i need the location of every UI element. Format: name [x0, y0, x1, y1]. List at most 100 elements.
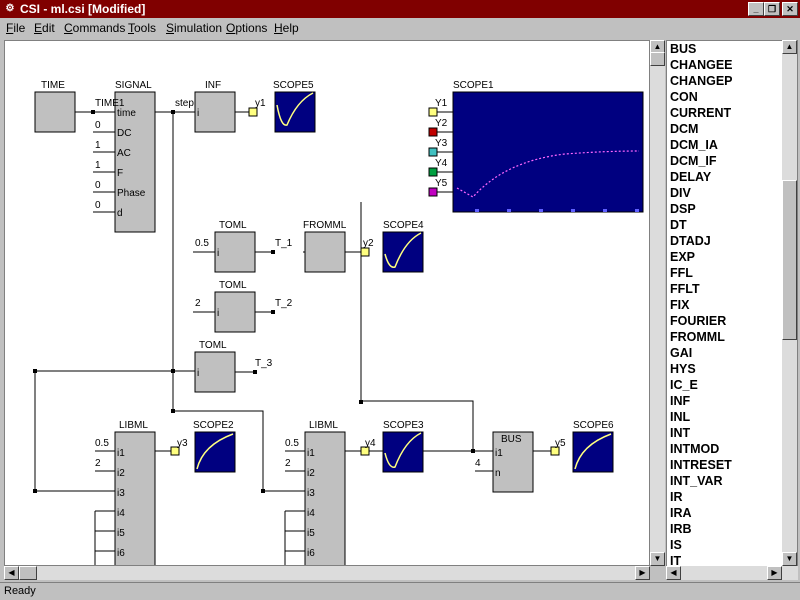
- library-item[interactable]: INTRESET: [670, 458, 732, 472]
- port-toml1-i: i: [217, 248, 219, 259]
- port-lib1-i4: i4: [117, 508, 125, 519]
- diagram-canvas[interactable]: TIME SIGNAL INF SCOPE5 SCOPE1 TOML FROMM…: [4, 40, 650, 566]
- minimize-button[interactable]: _: [748, 2, 764, 16]
- library-item[interactable]: CURRENT: [670, 106, 732, 120]
- library-item[interactable]: IT: [670, 554, 682, 568]
- library-item[interactable]: CHANGEP: [670, 74, 733, 88]
- block-fromml[interactable]: [304, 231, 346, 273]
- library-item[interactable]: IRB: [670, 522, 692, 536]
- close-button[interactable]: ✕: [782, 2, 798, 16]
- block-libml-1[interactable]: [114, 431, 156, 566]
- value-lib2-i2: 2: [285, 458, 291, 469]
- canvas-vertical-scrollbar[interactable]: ▲ ▼: [650, 40, 665, 566]
- block-toml-3[interactable]: [194, 351, 236, 393]
- menu-edit[interactable]: Edit: [34, 21, 55, 35]
- library-item[interactable]: INL: [670, 410, 691, 424]
- label-bus: BUS: [501, 434, 522, 445]
- maximize-button[interactable]: ❐: [764, 2, 780, 16]
- block-time[interactable]: [34, 91, 76, 133]
- scope-6[interactable]: [572, 431, 614, 473]
- value-ac: 1: [95, 140, 101, 151]
- scroll-thumb[interactable]: [650, 52, 665, 66]
- library-item[interactable]: EXP: [670, 250, 696, 264]
- port-lib1-i5: i5: [117, 528, 125, 539]
- library-item[interactable]: DCM: [670, 122, 699, 136]
- menu-commands[interactable]: Commands: [64, 21, 126, 35]
- library-item[interactable]: DSP: [670, 202, 696, 216]
- library-horizontal-scrollbar[interactable]: ◀ ▶: [666, 566, 798, 580]
- label-T3: T_3: [255, 358, 273, 369]
- block-toml-1[interactable]: [214, 231, 256, 273]
- label-signal: SIGNAL: [115, 80, 152, 91]
- library-item[interactable]: FFLT: [670, 282, 700, 296]
- menu-options[interactable]: Options: [226, 21, 268, 35]
- label-toml-1: TOML: [219, 220, 247, 231]
- label-toml-3: TOML: [199, 340, 227, 351]
- library-item[interactable]: INF: [670, 394, 691, 408]
- library-item[interactable]: INT: [670, 426, 691, 440]
- library-item[interactable]: IS: [670, 538, 682, 552]
- library-item[interactable]: CHANGEE: [670, 58, 733, 72]
- port-lib2-i1: i1: [307, 448, 315, 459]
- value-bus: 4: [475, 458, 481, 469]
- library-item[interactable]: IRA: [670, 506, 692, 520]
- list-scroll-thumb[interactable]: [782, 180, 797, 340]
- scope-4[interactable]: [382, 231, 424, 273]
- list-scroll-down-icon[interactable]: ▼: [782, 552, 797, 566]
- label-scope6: SCOPE6: [573, 420, 614, 431]
- list-scroll-right-icon[interactable]: ▶: [767, 566, 782, 580]
- port-lib1-i6: i6: [117, 548, 125, 559]
- menu-tools[interactable]: Tools: [128, 21, 157, 35]
- library-vertical-scrollbar[interactable]: ▲ ▼: [782, 40, 797, 566]
- canvas-horizontal-scrollbar[interactable]: ◀ ▶: [4, 566, 650, 580]
- library-item[interactable]: BUS: [670, 42, 697, 56]
- label-libml-2: LIBML: [309, 420, 338, 431]
- library-item[interactable]: GAI: [670, 346, 693, 360]
- block-signal[interactable]: [114, 91, 156, 233]
- scroll-left-icon[interactable]: ◀: [4, 566, 19, 580]
- label-y5: y5: [555, 438, 566, 449]
- library-item[interactable]: IR: [670, 490, 683, 504]
- menu-file[interactable]: File: [6, 21, 26, 35]
- port-lib2-i2: i2: [307, 468, 315, 479]
- app-icon[interactable]: ⚙: [5, 3, 15, 14]
- menu-simulation[interactable]: Simulation: [166, 21, 223, 35]
- library-item[interactable]: FROMML: [670, 330, 725, 344]
- library-item[interactable]: FIX: [670, 298, 690, 312]
- block-toml-2[interactable]: [214, 291, 256, 333]
- library-item[interactable]: DTADJ: [670, 234, 711, 248]
- hscroll-thumb[interactable]: [19, 566, 37, 580]
- library-item[interactable]: CON: [670, 90, 698, 104]
- value-d: 0: [95, 200, 101, 211]
- library-item[interactable]: DCM_IA: [670, 138, 718, 152]
- library-item[interactable]: DT: [670, 218, 687, 232]
- scope-1[interactable]: [452, 91, 644, 213]
- block-library-list[interactable]: BUS CHANGEE CHANGEP CON CURRENT DCM DCM_IA DCM_…: [666, 40, 798, 580]
- port-toml3-i: i: [197, 368, 199, 379]
- title-bar: ⚙ CSI - ml.csi [Modified] _ ❐ ✕: [0, 0, 800, 18]
- library-item[interactable]: IC_E: [670, 378, 698, 392]
- library-item[interactable]: HYS: [670, 362, 696, 376]
- scope-5[interactable]: [274, 91, 316, 133]
- library-item[interactable]: FFL: [670, 266, 693, 280]
- port-toml2-i: i: [217, 308, 219, 319]
- block-bus[interactable]: [492, 431, 534, 493]
- library-item[interactable]: FOURIER: [670, 314, 727, 328]
- scroll-down-icon[interactable]: ▼: [650, 552, 665, 566]
- list-scroll-left-icon[interactable]: ◀: [666, 566, 681, 580]
- list-scroll-up-icon[interactable]: ▲: [782, 40, 797, 54]
- scope-3[interactable]: [382, 431, 424, 473]
- label-y2: y2: [363, 238, 374, 249]
- menu-help[interactable]: Help: [274, 21, 299, 35]
- block-inf[interactable]: [194, 91, 236, 133]
- label-inf: INF: [205, 80, 221, 91]
- library-item[interactable]: DIV: [670, 186, 691, 200]
- library-item[interactable]: DELAY: [670, 170, 712, 184]
- library-item[interactable]: DCM_IF: [670, 154, 717, 168]
- library-item[interactable]: INT_VAR: [670, 474, 723, 488]
- port-signal-ac: AC: [117, 148, 131, 159]
- scroll-right-icon[interactable]: ▶: [635, 566, 650, 580]
- library-item[interactable]: INTMOD: [670, 442, 720, 456]
- block-libml-2[interactable]: [304, 431, 346, 566]
- scope-2[interactable]: [194, 431, 236, 473]
